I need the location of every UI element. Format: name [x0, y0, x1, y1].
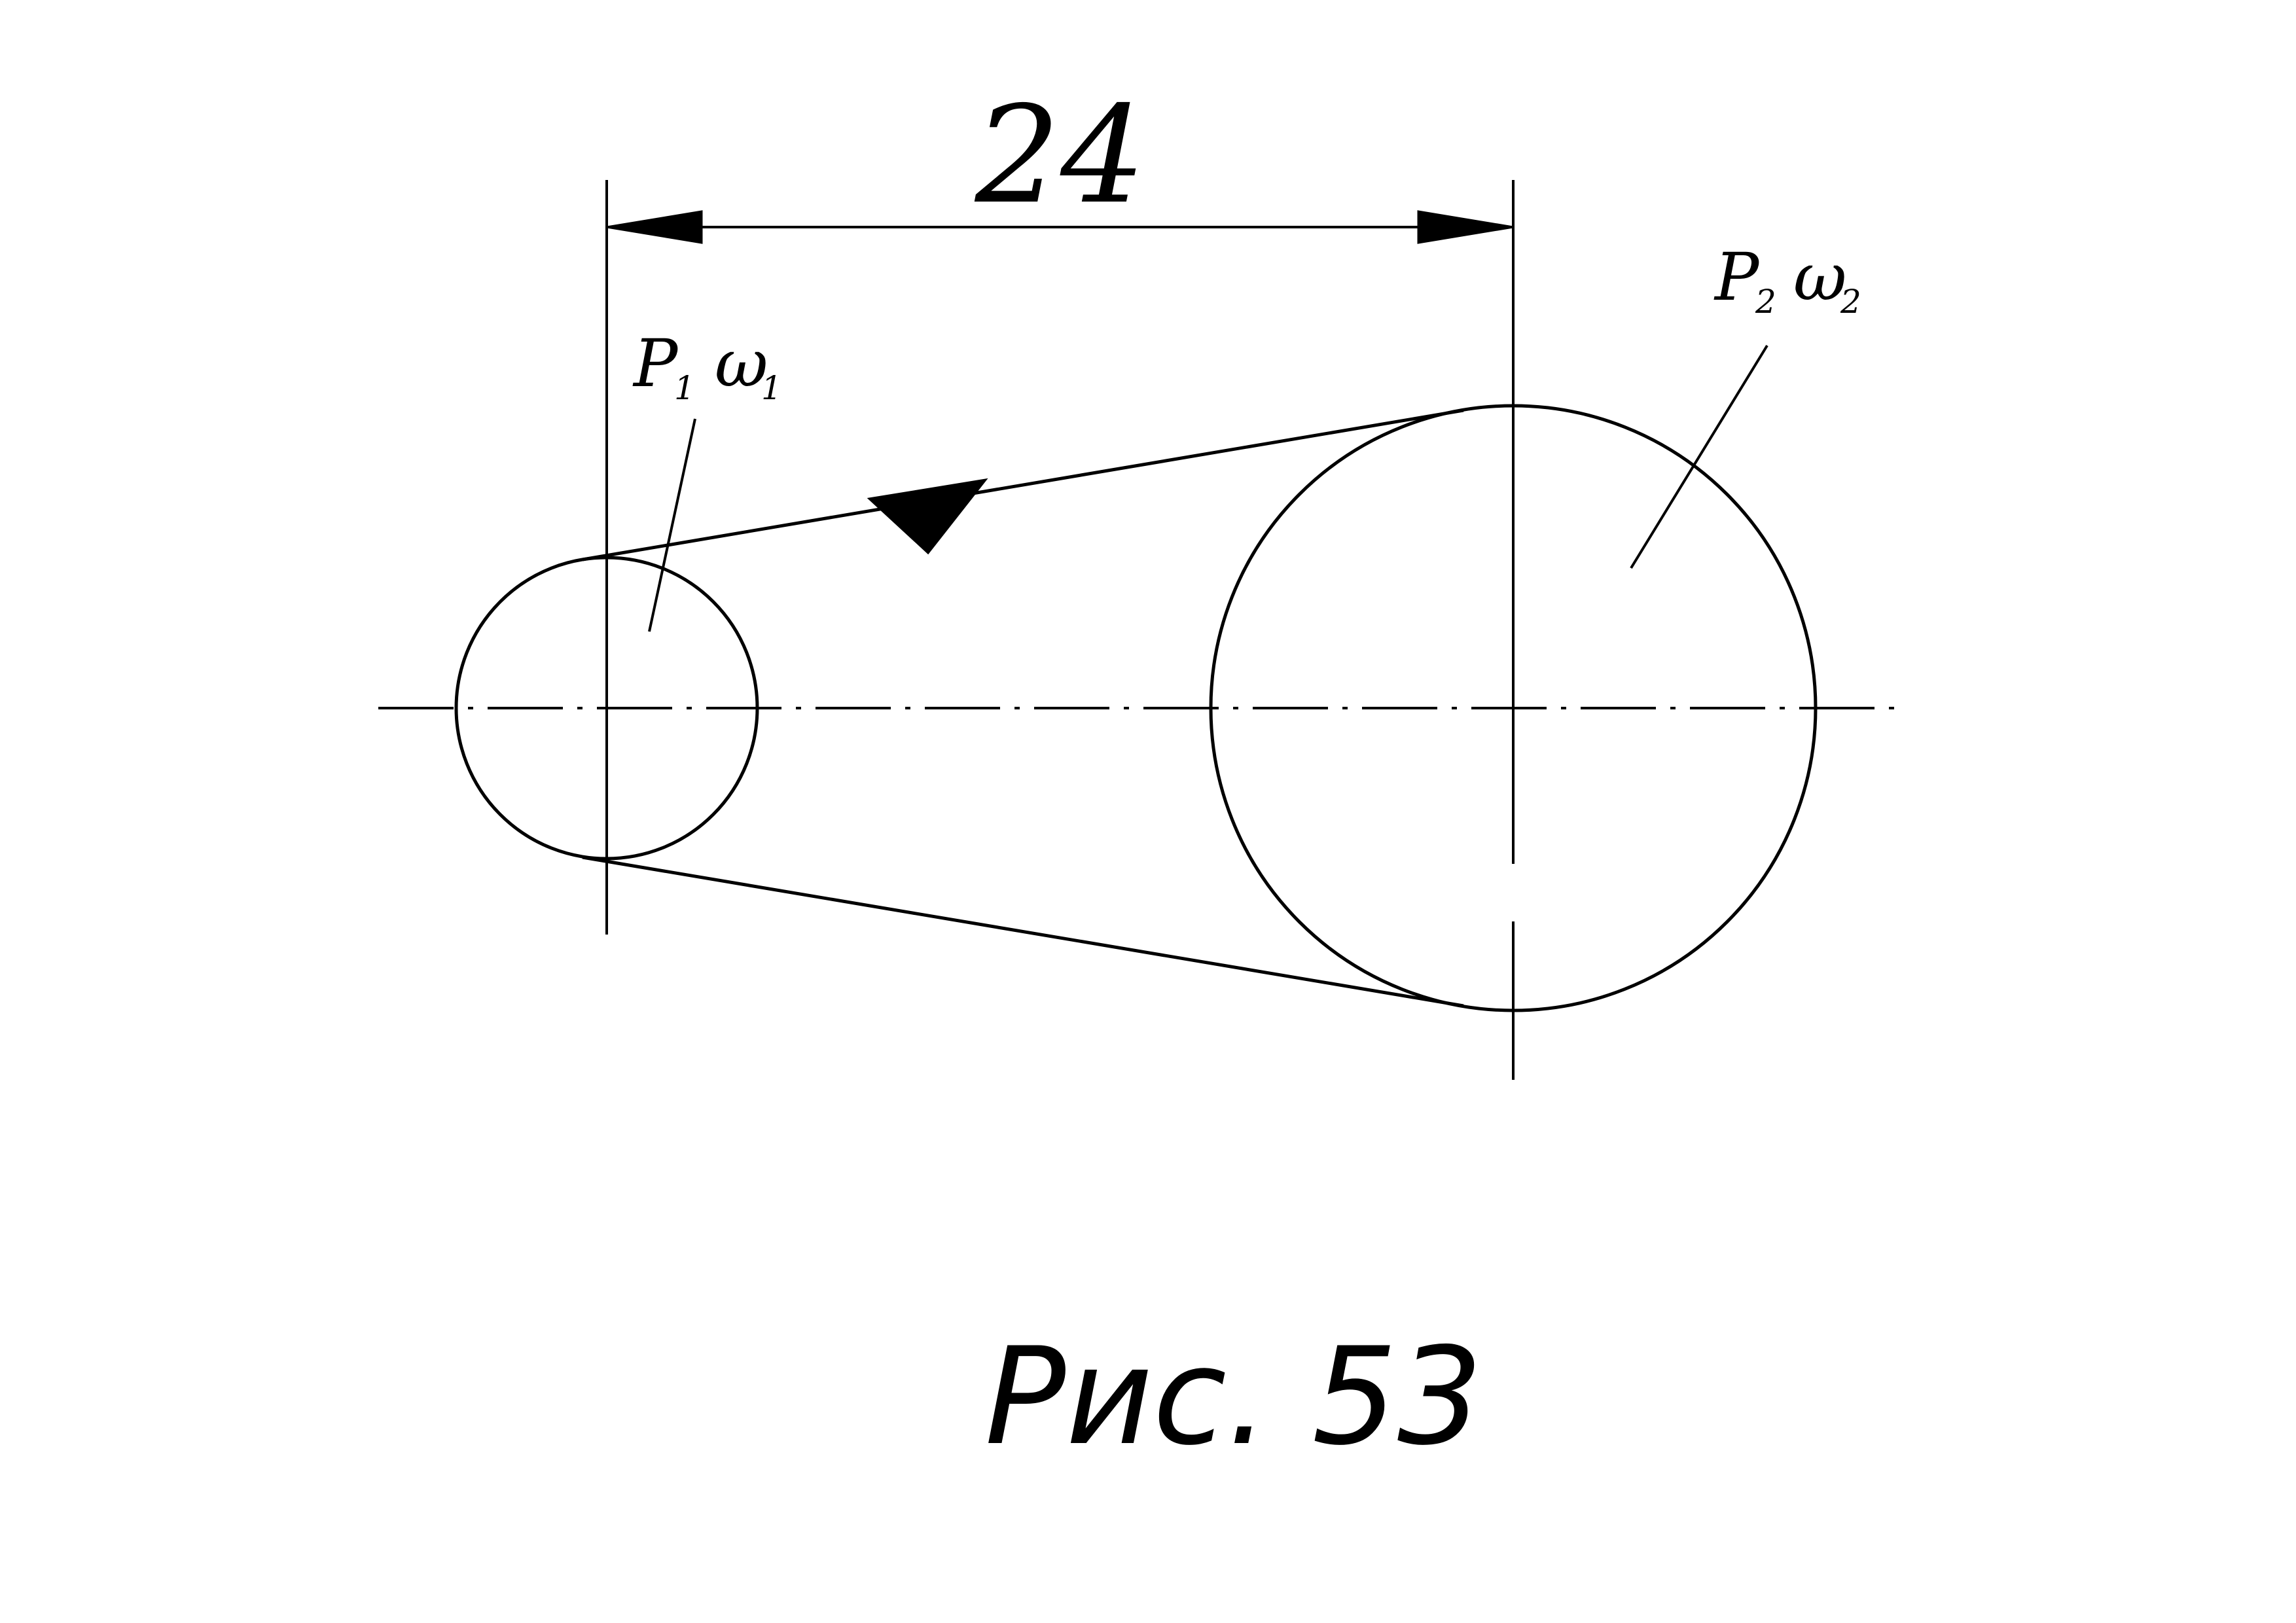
belt-upper-span: [582, 408, 1464, 562]
dimension-arrow-right: [1417, 210, 1514, 244]
figure-caption: Рис. 53: [985, 1319, 1483, 1475]
small-pulley-omega-subscript: 1: [761, 369, 782, 407]
large-pulley-p-subscript: 2: [1755, 283, 1776, 321]
large-pulley-omega-subscript: 2: [1840, 283, 1861, 321]
large-pulley-omega-label: ω: [1793, 239, 1847, 315]
small-pulley-omega-label: ω: [715, 325, 768, 402]
belt-lower-span: [582, 855, 1464, 1008]
dimension-24: 24: [606, 78, 1514, 244]
large-pulley-leader: [1630, 344, 1768, 569]
large-pulley-p-label: P: [1713, 239, 1760, 315]
small-pulley: [454, 556, 759, 861]
small-pulley-p-subscript: 1: [674, 369, 695, 407]
center-lines: [378, 180, 1895, 1080]
large-pulley: [1209, 404, 1818, 1012]
small-pulley-label: P 1 ω 1: [632, 325, 782, 632]
dimension-value: 24: [975, 78, 1146, 234]
large-pulley-label: P 2 ω 2: [1630, 239, 1861, 569]
belt-direction-arrow: [867, 478, 988, 555]
dimension-arrow-left: [606, 210, 703, 244]
small-pulley-p-label: P: [632, 325, 679, 402]
small-pulley-leader: [648, 418, 696, 632]
